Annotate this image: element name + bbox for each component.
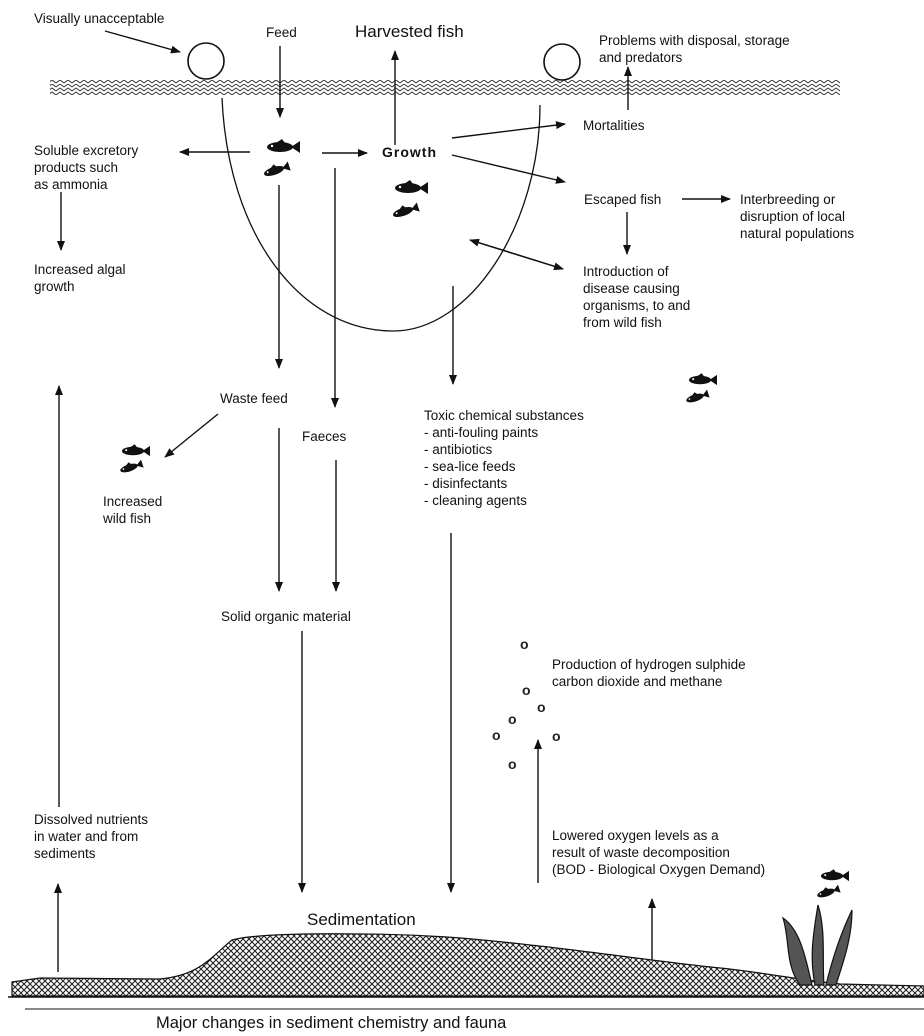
seaweed-icon bbox=[783, 905, 852, 985]
float-icon bbox=[544, 44, 580, 80]
faeces-label: Faeces bbox=[302, 428, 346, 445]
fish-icon bbox=[395, 180, 428, 194]
soluble-products-label: Soluble excretory products such as ammon… bbox=[34, 142, 138, 193]
harvested-fish-label: Harvested fish bbox=[355, 23, 464, 40]
waste-feed-label: Waste feed bbox=[220, 390, 288, 407]
feed-label: Feed bbox=[266, 24, 297, 41]
solid-organic-material-label: Solid organic material bbox=[221, 608, 351, 625]
visually-unacceptable-label: Visually unacceptable bbox=[34, 10, 164, 27]
gas-bubble: o bbox=[552, 728, 561, 744]
fish-icon bbox=[267, 139, 300, 153]
water-surface bbox=[50, 80, 840, 95]
fish-icon bbox=[685, 388, 710, 404]
escaped-fish-label: Escaped fish bbox=[584, 191, 661, 208]
fish-icon bbox=[262, 160, 291, 179]
algal-growth-label: Increased algal growth bbox=[34, 261, 126, 295]
fish-icon bbox=[689, 373, 717, 385]
toxic-substances-label: Toxic chemical substances - anti-fouling… bbox=[424, 407, 584, 509]
interbreeding-label: Interbreeding or disruption of local nat… bbox=[740, 191, 854, 242]
gas-bubble: o bbox=[522, 682, 531, 698]
fish-icon bbox=[119, 458, 144, 474]
gas-bubble: o bbox=[492, 727, 501, 743]
arrow bbox=[470, 240, 563, 269]
growth-label: Growth bbox=[382, 144, 437, 161]
increased-wild-fish-label: Increased wild fish bbox=[103, 493, 162, 527]
gas-bubble: o bbox=[508, 756, 517, 772]
dissolved-nutrients-label: Dissolved nutrients in water and from se… bbox=[34, 811, 148, 862]
fish-icon bbox=[821, 869, 849, 881]
fish-icon bbox=[122, 444, 150, 456]
fish-icon bbox=[816, 883, 841, 899]
mortalities-label: Mortalities bbox=[583, 117, 645, 134]
gas-bubble: o bbox=[508, 711, 517, 727]
hydrogen-sulphide-label: Production of hydrogen sulphide carbon d… bbox=[552, 656, 746, 690]
float-icon bbox=[188, 43, 224, 79]
lowered-oxygen-label: Lowered oxygen levels as a result of was… bbox=[552, 827, 765, 878]
fish-icon bbox=[391, 201, 420, 220]
gas-bubble: o bbox=[537, 699, 546, 715]
sedimentation-label: Sedimentation bbox=[307, 911, 416, 928]
arrow bbox=[452, 155, 565, 182]
disease-label: Introduction of disease causing organism… bbox=[583, 263, 690, 331]
gas-bubble: o bbox=[520, 636, 529, 652]
arrow bbox=[452, 124, 565, 138]
arrow bbox=[165, 414, 218, 457]
sediment-changes-label: Major changes in sediment chemistry and … bbox=[156, 1015, 506, 1032]
arrow bbox=[105, 31, 180, 52]
problems-label: Problems with disposal, storage and pred… bbox=[599, 32, 790, 66]
